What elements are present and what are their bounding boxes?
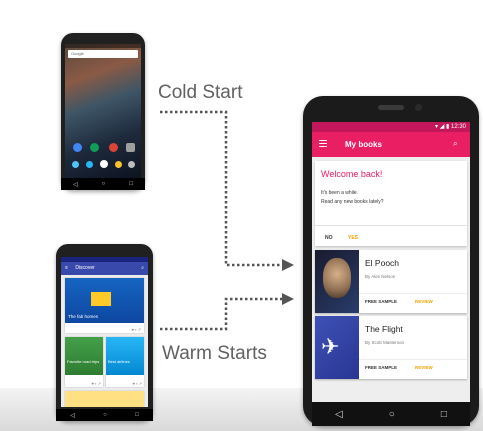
phone-cold-start: Google ◁ ○ □ bbox=[61, 33, 145, 190]
nav-bar: ◁ ○ □ bbox=[61, 178, 145, 190]
nav-bar: ◁ ○ □ bbox=[312, 402, 470, 426]
cold-start-label: Cold Start bbox=[158, 82, 243, 103]
dog-icon bbox=[323, 258, 351, 298]
card-road-trips[interactable]: Favorite road trips ♥ ▪ ↗ bbox=[65, 337, 103, 387]
card-actions: ♥ ▪ ↗ bbox=[131, 327, 141, 332]
books-screen: ▾ ◢ ▮ 12:30 My books ⌕ Welcome back! It'… bbox=[312, 122, 470, 402]
speaker-grille bbox=[378, 105, 404, 110]
review-button[interactable]: REVIEW bbox=[415, 299, 433, 304]
card-partial bbox=[65, 391, 144, 407]
recents-icon[interactable]: □ bbox=[440, 408, 447, 420]
card-airlines[interactable]: Best airlines ♥ ▪ ↗ bbox=[106, 337, 144, 387]
menu-icon[interactable] bbox=[319, 140, 327, 148]
card-title: Best airlines bbox=[108, 359, 130, 364]
road-image bbox=[65, 337, 103, 375]
no-button[interactable]: NO bbox=[325, 235, 333, 241]
book-title: The Flight bbox=[365, 324, 403, 334]
recents-icon[interactable]: □ bbox=[129, 181, 133, 187]
house-icon bbox=[91, 292, 111, 306]
discover-screen: ≡ Discover ⌕ The fab homes ♥ ▪ ↗ Favorit… bbox=[61, 257, 148, 407]
card-actions: ♥ ▪ ↗ bbox=[132, 381, 142, 386]
back-icon[interactable]: ◁ bbox=[335, 408, 343, 420]
google-icon[interactable] bbox=[73, 143, 82, 152]
divider bbox=[359, 293, 467, 294]
app-title: Discover bbox=[75, 265, 95, 271]
back-icon[interactable]: ◁ bbox=[73, 181, 78, 188]
nav-bar: ◁ ○ □ bbox=[56, 409, 153, 421]
plane-cover-image: ✈ bbox=[315, 316, 359, 379]
search-icon[interactable]: ⌕ bbox=[141, 265, 144, 271]
free-sample-button[interactable]: FREE SAMPLE bbox=[365, 299, 398, 304]
status-bar: ▾ ◢ ▮ 12:30 bbox=[312, 122, 470, 132]
welcome-title: Welcome back! bbox=[321, 169, 383, 179]
warm-start-arrowhead bbox=[282, 293, 294, 305]
search-bar[interactable]: Google bbox=[68, 50, 138, 58]
home-icon[interactable]: ○ bbox=[101, 181, 106, 187]
phone-my-books: ▾ ◢ ▮ 12:30 My books ⌕ Welcome back! It'… bbox=[303, 96, 479, 426]
warm-starts-label: Warm Starts bbox=[162, 343, 267, 364]
book-author: By Alex Nelson bbox=[365, 274, 396, 279]
home-icon[interactable]: ○ bbox=[388, 408, 395, 420]
warm-start-connector bbox=[160, 297, 282, 331]
status-bar bbox=[65, 44, 141, 48]
welcome-text: Read any new books lately? bbox=[321, 199, 384, 205]
wifi-icon: ▾ ◢ ▮ bbox=[435, 124, 451, 130]
phone-warm-start: ≡ Discover ⌕ The fab homes ♥ ▪ ↗ Favorit… bbox=[56, 244, 153, 421]
home-icon[interactable]: ○ bbox=[103, 412, 107, 418]
search-icon[interactable]: ⌕ bbox=[453, 139, 458, 148]
email-icon[interactable] bbox=[109, 143, 118, 152]
app-bar: My books ⌕ bbox=[312, 132, 470, 157]
front-camera bbox=[415, 104, 422, 111]
camera-icon[interactable] bbox=[128, 161, 135, 168]
divider bbox=[359, 359, 467, 360]
status-bar bbox=[61, 257, 148, 262]
camera-icon[interactable] bbox=[126, 143, 135, 152]
card-fab-homes[interactable]: The fab homes ♥ ▪ ↗ bbox=[65, 278, 144, 333]
card-title: Favorite road trips bbox=[67, 359, 100, 364]
free-sample-button[interactable]: FREE SAMPLE bbox=[365, 365, 398, 370]
chrome-icon[interactable] bbox=[90, 143, 99, 152]
phone-icon[interactable] bbox=[72, 161, 79, 168]
back-icon[interactable]: ◁ bbox=[70, 412, 75, 419]
book-author: By Scott Masterson bbox=[365, 340, 405, 345]
plane-image bbox=[106, 337, 144, 375]
messages-icon[interactable] bbox=[86, 161, 93, 168]
book-card[interactable]: ✈ The Flight By Scott Masterson FREE SAM… bbox=[315, 316, 467, 379]
app-bar: ≡ Discover ⌕ bbox=[61, 262, 148, 275]
home-screen: Google bbox=[65, 44, 141, 178]
book-title: El Pooch bbox=[365, 258, 400, 268]
menu-icon[interactable]: ≡ bbox=[65, 265, 68, 271]
yes-button[interactable]: YES bbox=[348, 235, 359, 241]
cold-start-connector bbox=[160, 110, 282, 267]
recents-icon[interactable]: □ bbox=[135, 412, 139, 418]
dog-cover-image bbox=[315, 250, 359, 313]
book-card[interactable]: El Pooch By Alex Nelson FREE SAMPLE REVI… bbox=[315, 250, 467, 313]
cold-start-arrowhead bbox=[282, 259, 294, 271]
apps-icon[interactable] bbox=[100, 160, 108, 168]
page-title: My books bbox=[345, 140, 382, 149]
card-actions: ♥ ▪ ↗ bbox=[91, 381, 101, 386]
welcome-card: Welcome back! It's been a while. Read an… bbox=[315, 161, 467, 246]
chrome-icon[interactable] bbox=[115, 161, 122, 168]
welcome-text: It's been a while. bbox=[321, 190, 359, 196]
status-time: 12:30 bbox=[450, 124, 466, 130]
airplane-icon: ✈ bbox=[321, 334, 340, 359]
divider bbox=[315, 225, 467, 226]
review-button[interactable]: REVIEW bbox=[415, 365, 433, 370]
card-title: The fab homes bbox=[68, 314, 99, 319]
